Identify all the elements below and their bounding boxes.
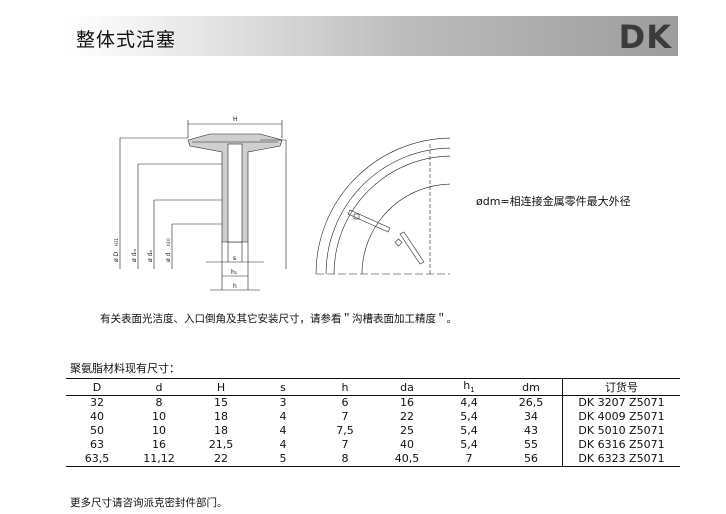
cell-d: 10 — [152, 410, 166, 423]
cell-da: 40,5 — [394, 452, 420, 465]
cell-h1: 4,4 — [460, 396, 478, 409]
cell-s: 3 — [279, 396, 287, 409]
footer-note: 更多尺寸请咨询派克密封件部门。 — [70, 497, 228, 509]
cell-H: 15 — [214, 396, 228, 409]
col-header-H: H — [190, 378, 252, 396]
table-header-row: D d H s h da h1 dm 订货号 — [66, 378, 680, 396]
cell-d: 10 — [152, 424, 166, 437]
page-header: 整体式活塞 DK — [66, 16, 678, 56]
cell-h: 7 — [341, 438, 349, 451]
col-header-s: s — [252, 378, 314, 396]
dim-H-label: H — [233, 116, 238, 123]
cell-s: 4 — [279, 438, 287, 451]
dm-definition-note: ødm=相连接金属零件最大外径 — [476, 195, 631, 208]
cell-h: 8 — [341, 452, 349, 465]
dim-D-tolerance: H11 — [114, 237, 119, 246]
col-header-dm: dm — [500, 378, 563, 396]
cell-h1: 7 — [465, 452, 473, 465]
table-row: 63 16 21,5 4 7 40 5,4 55 DK 6316 Z5071 — [66, 438, 680, 452]
piston-cross-section — [187, 133, 283, 243]
cell-D: 32 — [90, 396, 104, 409]
col-header-D: D — [66, 378, 128, 396]
cell-order-code: DK 6323 Z5071 — [562, 452, 680, 467]
dim-d-label: ø d — [165, 252, 172, 262]
cell-order-code: DK 6316 Z5071 — [562, 438, 680, 452]
col-header-h1-main: h — [463, 379, 471, 393]
dimension-table: D d H s h da h1 dm 订货号 32 8 15 3 6 16 4,… — [66, 378, 680, 467]
dim-da-label: ø dₐ — [147, 250, 154, 262]
cell-order-code: DK 5010 Z5071 — [562, 424, 680, 438]
cell-s: 5 — [279, 452, 287, 465]
page-title: 整体式活塞 — [76, 29, 177, 51]
cell-da: 22 — [400, 410, 414, 423]
cell-H: 21,5 — [208, 438, 234, 451]
cell-dm: 26,5 — [518, 396, 544, 409]
cell-H: 18 — [214, 424, 228, 437]
cell-h: 7 — [341, 410, 349, 423]
available-sizes-heading: 聚氨脂材料现有尺寸： — [70, 362, 180, 375]
cell-da: 16 — [400, 396, 414, 409]
table-row: 32 8 15 3 6 16 4,4 26,5 DK 3207 Z5071 — [66, 395, 680, 410]
cell-dm: 43 — [524, 424, 538, 437]
dim-h1-label: h₁ — [231, 269, 238, 276]
dim-d-tolerance: h10 — [166, 238, 171, 246]
cell-d: 8 — [155, 396, 163, 409]
cell-dm: 55 — [524, 438, 538, 451]
cell-order-code: DK 4009 Z5071 — [562, 410, 680, 424]
cell-h1: 5,4 — [460, 424, 478, 437]
dim-dm-label: ø dₘ — [131, 249, 138, 262]
surface-finish-note: 有关表面光洁度、入口倒角及其它安装尺寸，请参看＂沟槽表面加工精度＂。 — [100, 313, 457, 325]
cell-h: 7,5 — [336, 424, 354, 437]
cell-da: 40 — [400, 438, 414, 451]
table-row: 50 10 18 4 7,5 25 5,4 43 DK 5010 Z5071 — [66, 424, 680, 438]
cell-order-code: DK 3207 Z5071 — [562, 395, 680, 410]
cell-d: 16 — [152, 438, 166, 451]
product-code: DK — [618, 18, 672, 56]
cell-s: 4 — [279, 410, 287, 423]
col-header-h1-sub: 1 — [470, 386, 475, 395]
col-header-h1: h1 — [438, 378, 500, 396]
cell-d: 11,12 — [143, 452, 175, 465]
dim-h-label: h — [233, 283, 237, 290]
table-row: 40 10 18 4 7 22 5,4 34 DK 4009 Z5071 — [66, 410, 680, 424]
cell-dm: 56 — [524, 452, 538, 465]
dim-s-label: s — [233, 255, 236, 262]
table-row: 63,5 11,12 22 5 8 40,5 7 56 DK 6323 Z507… — [66, 452, 680, 467]
col-header-da: da — [376, 378, 438, 396]
cell-D: 63,5 — [84, 452, 110, 465]
piston-front-view — [315, 137, 450, 275]
col-header-d: d — [128, 378, 190, 396]
cell-h1: 5,4 — [460, 438, 478, 451]
cell-D: 50 — [90, 424, 104, 437]
cell-h1: 5,4 — [460, 410, 478, 423]
cell-da: 25 — [400, 424, 414, 437]
cell-dm: 34 — [524, 410, 538, 423]
col-header-h: h — [314, 378, 376, 396]
cell-D: 40 — [90, 410, 104, 423]
technical-drawing: H ø D H11 ø dₘ ø dₐ ø d h10 s h₁ h — [113, 116, 450, 291]
col-header-order-code: 订货号 — [562, 378, 680, 396]
cell-h: 6 — [341, 396, 349, 409]
dim-D-label: ø D — [113, 251, 120, 262]
cell-s: 4 — [279, 424, 287, 437]
cell-D: 63 — [90, 438, 104, 451]
cell-H: 18 — [214, 410, 228, 423]
cell-H: 22 — [214, 452, 228, 465]
